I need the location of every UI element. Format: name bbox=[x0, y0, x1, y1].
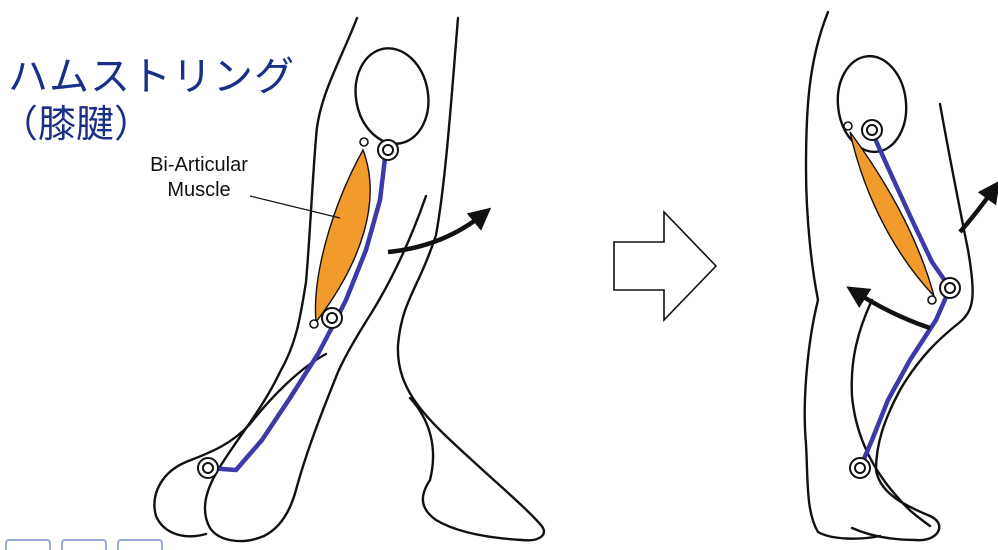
transition-arrow-icon bbox=[614, 212, 716, 320]
left-knee-joint bbox=[322, 308, 342, 328]
right-back-outline bbox=[805, 12, 880, 539]
right-knee-joint bbox=[940, 278, 960, 298]
left-muscle-origin bbox=[360, 138, 368, 146]
left-hip-joint bbox=[378, 140, 398, 160]
diagram-subtitle: （膝腱） bbox=[0, 93, 152, 148]
muscle-label-line2: Muscle bbox=[124, 178, 274, 203]
right-hip-motion-arrow-icon bbox=[960, 186, 996, 232]
left-bi-articular-muscle bbox=[315, 150, 370, 322]
right-back-leg bbox=[852, 300, 930, 526]
logo-fragment bbox=[6, 540, 162, 550]
left-ankle-joint bbox=[198, 458, 218, 478]
muscle-label-line1: Bi-Articular bbox=[124, 153, 274, 178]
right-bi-articular-muscle bbox=[850, 132, 934, 296]
right-hip-joint bbox=[862, 120, 882, 140]
left-muscle-insertion bbox=[310, 320, 318, 328]
right-figure bbox=[805, 12, 973, 540]
right-muscle-origin bbox=[844, 122, 852, 130]
right-muscle-insertion bbox=[928, 296, 936, 304]
left-back-leg bbox=[398, 18, 544, 540]
muscle-label: Bi-Articular Muscle bbox=[124, 153, 274, 203]
left-hip-ellipse bbox=[348, 42, 436, 149]
right-ankle-joint bbox=[850, 458, 870, 478]
